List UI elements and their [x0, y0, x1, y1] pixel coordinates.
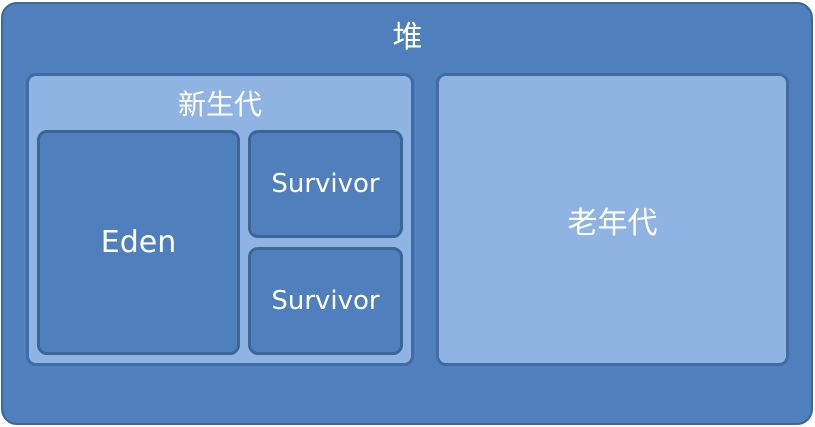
survivor-region-2: Survivor: [248, 247, 403, 355]
young-generation-label: 新生代: [177, 88, 262, 121]
survivor-label-1: Survivor: [271, 169, 380, 199]
old-generation-label: 老年代: [567, 205, 658, 241]
old-generation-region: 老年代: [436, 73, 789, 366]
survivor-region-1: Survivor: [248, 130, 403, 238]
survivor-label-2: Survivor: [271, 286, 380, 316]
eden-region: Eden: [37, 130, 240, 355]
heap-label: 堆: [392, 20, 423, 55]
eden-label: Eden: [100, 225, 177, 260]
